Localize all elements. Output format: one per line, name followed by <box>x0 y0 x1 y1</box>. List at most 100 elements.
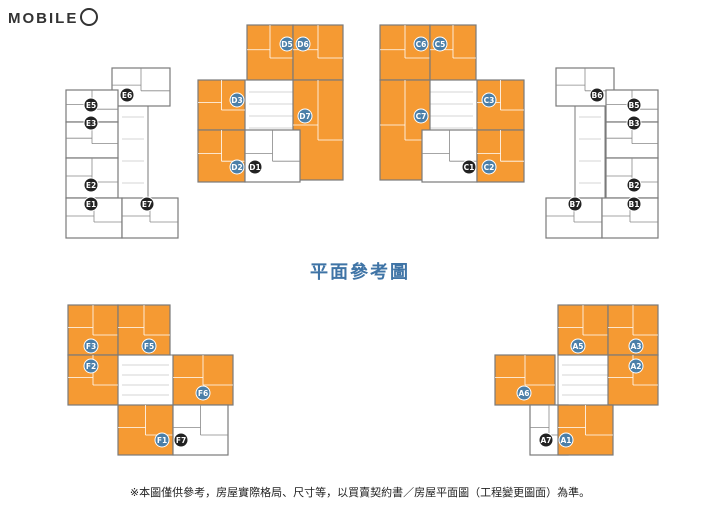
unit-label: A1 <box>560 436 571 445</box>
unit-f6: F6 <box>172 354 234 406</box>
unit-label: D3 <box>231 96 242 105</box>
unit-badge <box>119 87 135 103</box>
unit-badge <box>628 358 644 374</box>
unit-label: D5 <box>281 40 292 49</box>
unit-badge <box>83 115 99 131</box>
page-title: 平面參考圖 <box>310 262 410 283</box>
unit-badge <box>628 338 644 354</box>
unit-label: E3 <box>86 119 96 128</box>
unit-label: E5 <box>86 101 96 110</box>
unit-e1: E1 <box>65 196 123 239</box>
unit-label: A6 <box>518 389 529 398</box>
unit-f5: F5 <box>117 304 171 356</box>
logo-text: MOBILE <box>8 10 79 27</box>
unit-label: F6 <box>198 389 208 398</box>
unit-b5: B5 <box>605 89 659 123</box>
unit-label: F1 <box>157 436 167 445</box>
unit-label: C7 <box>416 112 427 121</box>
unit-badge <box>461 159 477 175</box>
unit-e6: E6 <box>111 67 171 107</box>
unit-badge <box>141 338 157 354</box>
unit-badge <box>567 196 583 212</box>
unit-badge <box>538 432 554 448</box>
unit-a5: A5 <box>557 304 609 356</box>
unit-e7: E7 <box>121 196 179 239</box>
unit-label: A7 <box>540 436 551 445</box>
mobile01-logo: MOBILE <box>8 8 99 27</box>
unit-label: B1 <box>629 200 640 209</box>
building-core <box>117 94 149 206</box>
unit-e3: E3 <box>65 115 119 159</box>
unit-label: C3 <box>484 96 495 105</box>
unit-badge <box>626 97 642 113</box>
unit-badge <box>481 92 497 108</box>
unit-b3: B3 <box>605 115 659 159</box>
unit-label: B7 <box>570 200 581 209</box>
unit-badge <box>83 338 99 354</box>
unit-c6: C6 <box>379 24 431 81</box>
unit-f7: F7 <box>172 404 229 456</box>
unit-b2: B2 <box>605 157 659 199</box>
unit-label: C5 <box>435 40 446 49</box>
unit-a1: A1 <box>557 404 614 456</box>
unit-c3: C3 <box>476 79 525 131</box>
unit-badge <box>626 177 642 193</box>
unit-e5: E5 <box>65 89 119 123</box>
building-core <box>574 94 606 206</box>
unit-d3: D3 <box>197 79 246 131</box>
unit-badge <box>481 159 497 175</box>
unit-a6: A6 <box>494 354 556 406</box>
unit-label: D2 <box>231 163 242 172</box>
unit-badge <box>295 36 311 52</box>
unit-label: A2 <box>630 362 641 371</box>
unit-label: C1 <box>464 163 475 172</box>
unit-badge <box>83 177 99 193</box>
unit-f2: F2 <box>67 354 119 406</box>
unit-label: C2 <box>484 163 495 172</box>
unit-label: E7 <box>142 200 152 209</box>
unit-badge <box>626 115 642 131</box>
unit-badge <box>589 87 605 103</box>
unit-badge <box>516 385 532 401</box>
unit-badge <box>297 108 313 124</box>
unit-a2: A2 <box>607 354 659 406</box>
unit-b6: B6 <box>555 67 615 107</box>
unit-c2: C2 <box>476 129 525 183</box>
unit-d6: D6 <box>292 24 344 81</box>
disclaimer-note: ※本圖僅供參考，房屋實際格局、尺寸等，以買賣契約書／房屋平面圖（工程變更圖面）為… <box>129 486 591 499</box>
unit-d7: D7 <box>292 79 344 181</box>
unit-badge <box>413 108 429 124</box>
unit-badge <box>229 159 245 175</box>
unit-f1: F1 <box>117 404 174 456</box>
unit-badge <box>83 358 99 374</box>
unit-d1: D1 <box>244 129 301 183</box>
unit-d2: D2 <box>197 129 246 183</box>
unit-label: D6 <box>297 40 308 49</box>
unit-b1: B1 <box>601 196 659 239</box>
unit-label: C6 <box>416 40 427 49</box>
unit-a3: A3 <box>607 304 659 356</box>
unit-badge <box>229 92 245 108</box>
unit-badge <box>83 196 99 212</box>
building-core <box>557 354 614 406</box>
unit-label: A5 <box>572 342 583 351</box>
building-core <box>117 354 174 406</box>
unit-label: A3 <box>630 342 641 351</box>
unit-e2: E2 <box>65 157 119 199</box>
unit-label: E6 <box>122 91 132 100</box>
unit-b7: B7 <box>545 196 603 239</box>
unit-label: B2 <box>629 181 640 190</box>
unit-badge <box>154 432 170 448</box>
unit-badge <box>558 432 574 448</box>
unit-badge <box>413 36 429 52</box>
unit-badge <box>139 196 155 212</box>
logo-01-mark-icon <box>80 8 99 26</box>
unit-label: B5 <box>629 101 640 110</box>
